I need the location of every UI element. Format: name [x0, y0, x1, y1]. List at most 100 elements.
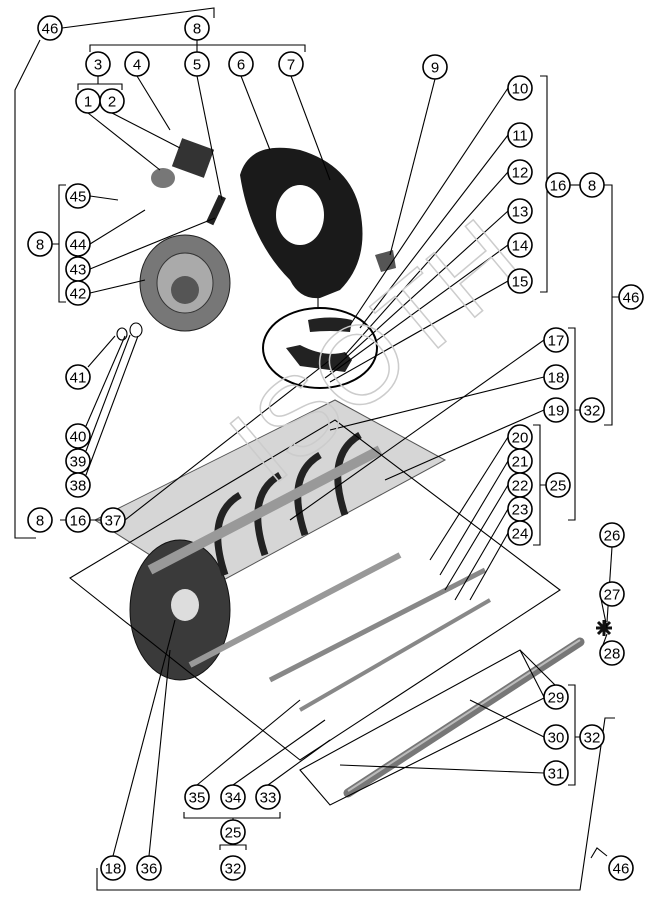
callout-number: 41 [70, 370, 87, 387]
callout-number: 33 [260, 790, 277, 807]
callout-circle [608, 855, 634, 881]
callout-circle [37, 15, 63, 41]
bar [298, 598, 492, 712]
callout-23: 23 [507, 496, 533, 522]
callout-8: 8 [184, 15, 210, 41]
callout-number: 37 [105, 513, 122, 530]
callout-number: 26 [604, 528, 621, 545]
shaft-frame [299, 649, 561, 806]
callout-45: 45 [65, 183, 91, 209]
callout-number: 24 [512, 526, 529, 543]
detail-circle [262, 307, 378, 389]
callout-1: 1 [75, 88, 101, 114]
callout-circle [543, 724, 569, 750]
callout-circle [543, 327, 569, 353]
callout-circle [507, 159, 533, 185]
callout-circle [543, 684, 569, 710]
callout-circle [184, 784, 210, 810]
callout-16: 16 [65, 507, 91, 533]
callout-circle [543, 760, 569, 786]
callout-26: 26 [599, 522, 625, 548]
callout-44: 44 [65, 231, 91, 257]
callout-number: 40 [70, 429, 87, 446]
callout-15: 15 [507, 268, 533, 294]
callout-number: 8 [588, 178, 596, 195]
callout-32: 32 [579, 397, 605, 423]
callout-8: 8 [27, 507, 53, 533]
callout-circle [65, 507, 91, 533]
callout-41: 41 [65, 364, 91, 390]
callout-number: 14 [512, 238, 529, 255]
callout-34: 34 [220, 784, 246, 810]
callout-27: 27 [599, 581, 625, 607]
callout-number: 9 [431, 60, 439, 77]
callout-number: 20 [512, 430, 529, 447]
callout-39: 39 [65, 448, 91, 474]
callout-number: 32 [584, 730, 601, 747]
callout-number: 16 [550, 178, 567, 195]
callout-4: 4 [124, 51, 150, 77]
bracket-part [375, 250, 396, 272]
callout-number: 7 [287, 57, 295, 74]
callout-circle [599, 640, 625, 666]
callout-number: 39 [70, 454, 87, 471]
rasp-bar [188, 552, 402, 668]
callout-31: 31 [543, 760, 569, 786]
callout-number: 19 [548, 403, 565, 420]
callout-number: 32 [584, 403, 601, 420]
callout-number: 27 [604, 587, 621, 604]
callout-number: 3 [94, 57, 102, 74]
callout-number: 15 [512, 274, 529, 291]
callout-number: 8 [193, 21, 201, 38]
callout-number: 38 [70, 478, 87, 495]
callout-number: 6 [237, 57, 245, 74]
callout-9: 9 [422, 54, 448, 80]
rasp-bar [147, 445, 383, 575]
callout-3: 3 [85, 51, 111, 77]
callout-number: 44 [70, 237, 87, 254]
callout-number: 32 [225, 861, 242, 878]
callout-number: 11 [512, 128, 528, 145]
callout-18: 18 [543, 364, 569, 390]
callout-number: 21 [512, 454, 529, 471]
callout-number: 46 [623, 290, 640, 307]
callout-circle [27, 507, 53, 533]
star-coupling [596, 620, 612, 636]
callout-circle [184, 15, 210, 41]
callout-number: 17 [548, 333, 565, 350]
callout-circle [543, 364, 569, 390]
callout-19: 19 [543, 397, 569, 423]
callout-number: 36 [141, 861, 158, 878]
callout-number: 16 [70, 513, 87, 530]
bar [268, 567, 487, 683]
callout-number: 46 [613, 861, 630, 878]
callout-20: 20 [507, 424, 533, 450]
callout-number: 45 [70, 189, 87, 206]
callout-circle [255, 784, 281, 810]
callout-30: 30 [543, 724, 569, 750]
callout-number: 8 [36, 513, 44, 530]
callout-number: 23 [512, 502, 529, 519]
drum-bore [171, 589, 199, 621]
callout-circle [85, 51, 111, 77]
callout-number: 25 [550, 478, 567, 495]
callout-circle [507, 122, 533, 148]
callout-circle [100, 855, 126, 881]
callout-21: 21 [507, 448, 533, 474]
callout-18: 18 [100, 855, 126, 881]
callout-circle [65, 423, 91, 449]
callout-number: 46 [42, 21, 59, 38]
callout-number: 43 [70, 262, 87, 279]
callout-number: 28 [604, 646, 621, 663]
callout-25: 25 [545, 472, 571, 498]
callout-46: 46 [618, 284, 644, 310]
bearing-housing [171, 138, 215, 178]
callout-circle [543, 397, 569, 423]
callout-number: 12 [512, 165, 529, 182]
callout-29: 29 [543, 684, 569, 710]
callout-circle [65, 280, 91, 306]
callout-42: 42 [65, 280, 91, 306]
support-plate [286, 345, 352, 372]
